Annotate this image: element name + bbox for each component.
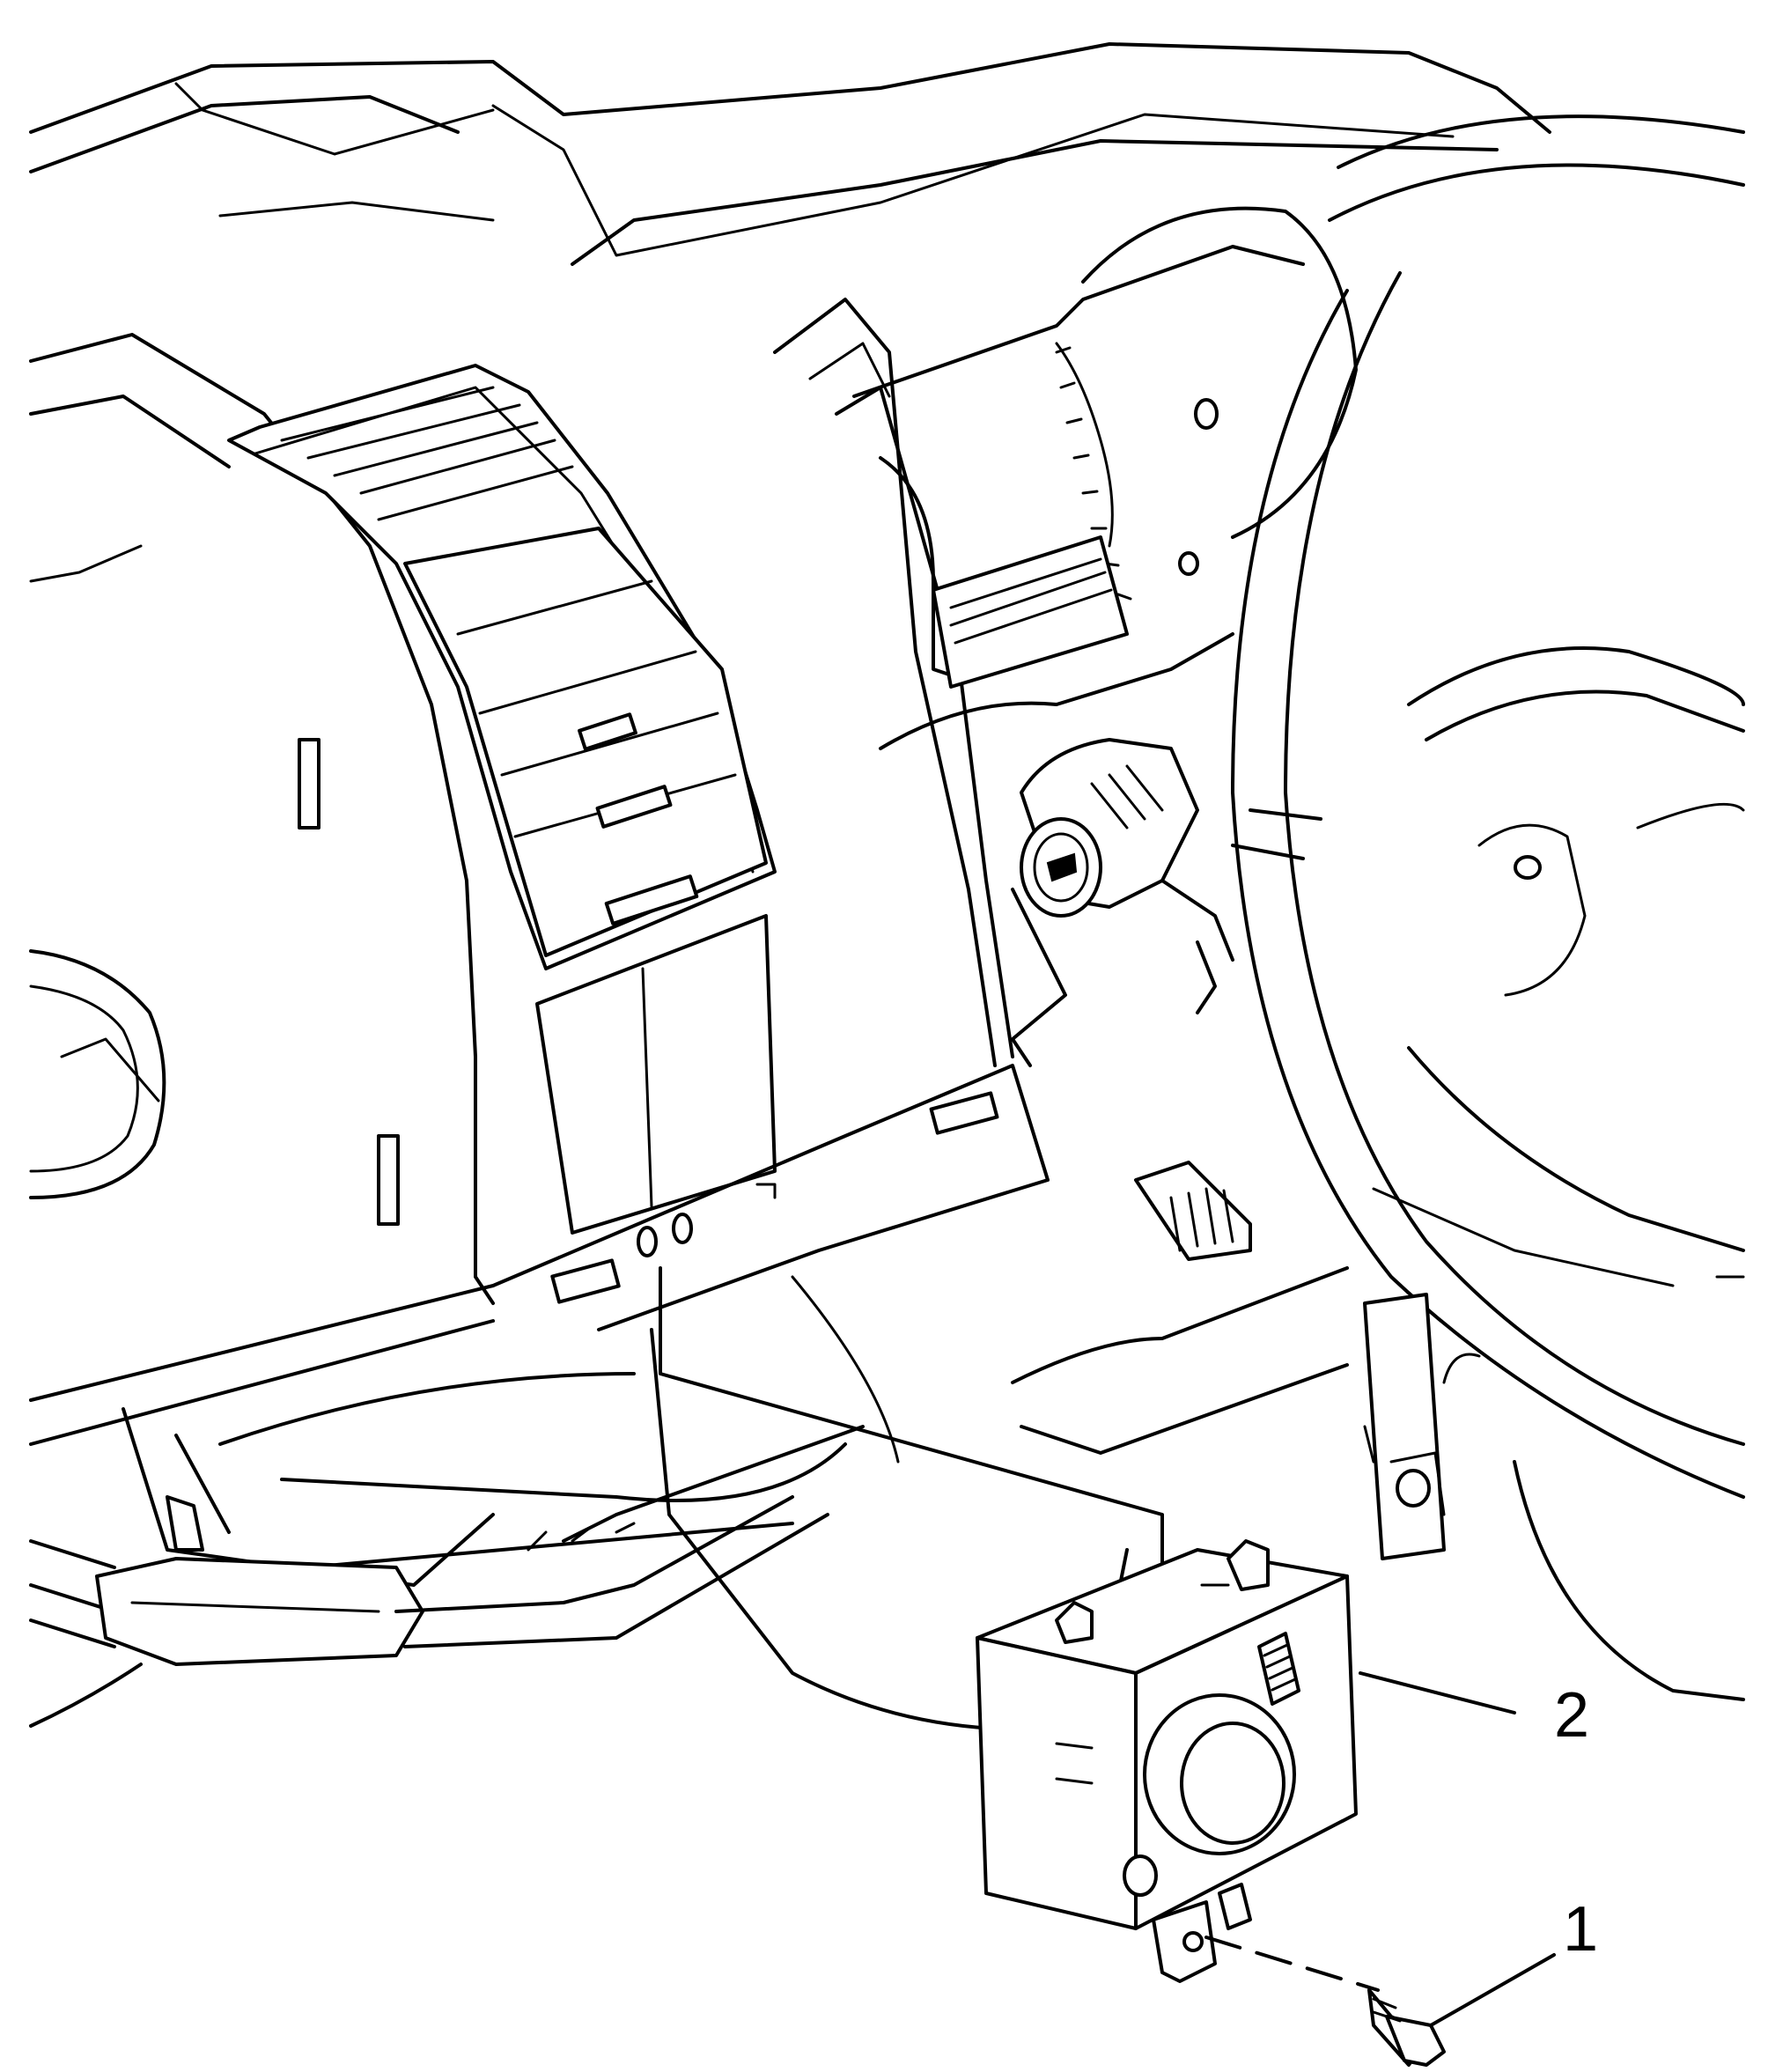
callout-2-leader bbox=[1359, 1671, 1516, 1714]
callout-1-leader bbox=[1429, 1953, 1556, 2027]
knee-bolster-area bbox=[122, 1161, 1481, 1731]
steering-wheel bbox=[1231, 114, 1745, 1701]
callout-label-2: 2 bbox=[1554, 1680, 1589, 1751]
callout-label-1: 1 bbox=[1563, 1894, 1598, 1965]
installation-leader-line bbox=[659, 1266, 1164, 1578]
wiring-harness bbox=[29, 1425, 865, 1728]
instrument-cluster bbox=[852, 206, 1358, 750]
instrument-panel bbox=[29, 42, 1551, 1446]
ignition-lock-cylinder bbox=[1011, 738, 1234, 1067]
headlamp-switch bbox=[976, 1539, 1358, 1983]
mounting-bolt bbox=[1204, 1936, 1446, 2067]
